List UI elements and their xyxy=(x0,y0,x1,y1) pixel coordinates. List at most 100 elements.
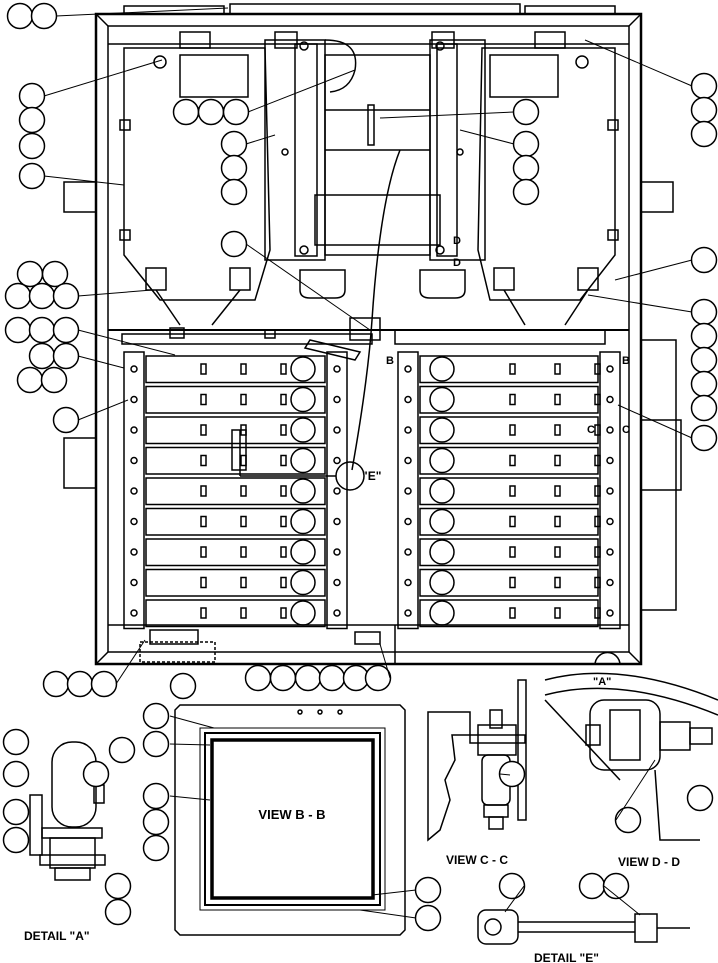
battery-cell xyxy=(145,507,326,536)
cell-vent xyxy=(509,424,516,436)
callout-bubble xyxy=(244,664,272,692)
upper-right-compartment xyxy=(477,47,619,326)
callout-bubble xyxy=(169,672,197,700)
callout-bubble xyxy=(142,808,170,836)
callout-bubble xyxy=(512,178,540,206)
section-c-left: C xyxy=(587,424,595,436)
battery-cell xyxy=(145,385,326,414)
callout-bubble xyxy=(52,316,80,344)
cell-vent xyxy=(554,485,561,497)
callout-bubble xyxy=(220,130,248,158)
view-dd-title: VIEW D - D xyxy=(618,855,680,869)
callout-bubble xyxy=(52,342,80,370)
battery-cell xyxy=(419,355,599,384)
callout-bubble xyxy=(686,784,714,812)
callout-bubble xyxy=(2,826,30,854)
leader-line xyxy=(245,243,371,331)
callout-bubble xyxy=(690,120,718,148)
cell-vent xyxy=(280,485,287,497)
cell-vent xyxy=(240,607,247,619)
leader-line xyxy=(115,639,146,685)
cell-vent xyxy=(200,576,207,589)
callout-bubble xyxy=(90,670,118,698)
callout-bubble xyxy=(690,394,718,422)
battery-trays xyxy=(123,351,621,630)
callout-bubble xyxy=(28,282,56,310)
rail-bolt xyxy=(130,548,138,556)
callout-bubble xyxy=(28,342,56,370)
callout-bubble xyxy=(142,730,170,758)
callout-bubble xyxy=(690,246,718,274)
callout-bubble xyxy=(364,664,392,692)
cell-terminal xyxy=(429,417,455,443)
rail-bolt xyxy=(333,517,341,526)
callout-bubble xyxy=(690,298,718,326)
view-d-d: VIEW D - D xyxy=(544,672,718,869)
cell-vent xyxy=(240,485,247,497)
rail-bolt xyxy=(130,609,138,617)
callout-bubble xyxy=(16,260,44,288)
callout-bubble xyxy=(52,282,80,310)
cell-vent xyxy=(509,546,516,558)
callout-bubble xyxy=(220,230,248,258)
rail-bolt xyxy=(130,578,138,587)
cell-vent xyxy=(200,454,207,467)
cell-vent xyxy=(200,546,207,558)
callout-bubble xyxy=(28,316,56,344)
cell-vent xyxy=(280,607,287,619)
cell-vent xyxy=(509,515,516,528)
callout-bubble xyxy=(2,728,30,756)
cell-vent xyxy=(280,363,287,375)
rail-bolt xyxy=(130,395,138,404)
tray-rail xyxy=(397,351,419,630)
callout-bubble xyxy=(18,132,46,160)
cell-terminal xyxy=(290,417,316,443)
callout-bubble xyxy=(30,2,58,30)
callout-bubble xyxy=(222,98,250,126)
leader-line xyxy=(169,715,215,729)
cell-terminal xyxy=(290,356,316,382)
cell-terminal xyxy=(429,600,455,626)
callout-bubbles xyxy=(2,2,718,932)
detail-e-title: DETAIL "E" xyxy=(534,951,599,963)
callout-bubble xyxy=(414,876,442,904)
battery-cell xyxy=(145,446,326,475)
cell-vent xyxy=(554,515,561,528)
callout-bubble xyxy=(142,782,170,810)
cell-vent xyxy=(554,576,561,589)
cell-vent xyxy=(200,424,207,436)
cell-terminal xyxy=(290,539,316,565)
cell-vent xyxy=(554,424,561,436)
view-cc-title: VIEW C - C xyxy=(446,853,508,867)
leader-line xyxy=(43,59,163,97)
leader-line xyxy=(77,329,176,356)
leader-line xyxy=(617,404,693,439)
rail-bolt xyxy=(606,487,614,495)
rail-bolt xyxy=(333,609,341,617)
rail-bolt xyxy=(606,609,614,617)
battery-cell xyxy=(419,599,599,628)
cell-vent xyxy=(554,393,561,406)
callout-bubble xyxy=(66,670,94,698)
callout-bubble xyxy=(40,366,68,394)
callout-bubble xyxy=(690,424,718,452)
callout-bubble xyxy=(6,2,34,30)
battery-cell xyxy=(145,538,326,567)
cell-terminal xyxy=(290,569,316,596)
section-b-left: B xyxy=(386,355,394,367)
callout-bubble xyxy=(142,834,170,862)
rail-bolt xyxy=(404,365,412,373)
leader-line xyxy=(55,7,229,17)
view-b-b: VIEW B - B xyxy=(174,704,406,936)
leader-line xyxy=(615,759,656,821)
callout-bubble xyxy=(269,664,297,692)
leader-line xyxy=(43,175,125,186)
cell-vent xyxy=(280,515,287,528)
cell-vent xyxy=(240,393,247,406)
rail-bolt xyxy=(333,395,341,404)
rail-bolt xyxy=(333,456,341,465)
main-enclosure xyxy=(63,3,682,666)
leader-line xyxy=(603,885,641,916)
cell-vent xyxy=(200,485,207,497)
callout-bubble xyxy=(690,370,718,398)
